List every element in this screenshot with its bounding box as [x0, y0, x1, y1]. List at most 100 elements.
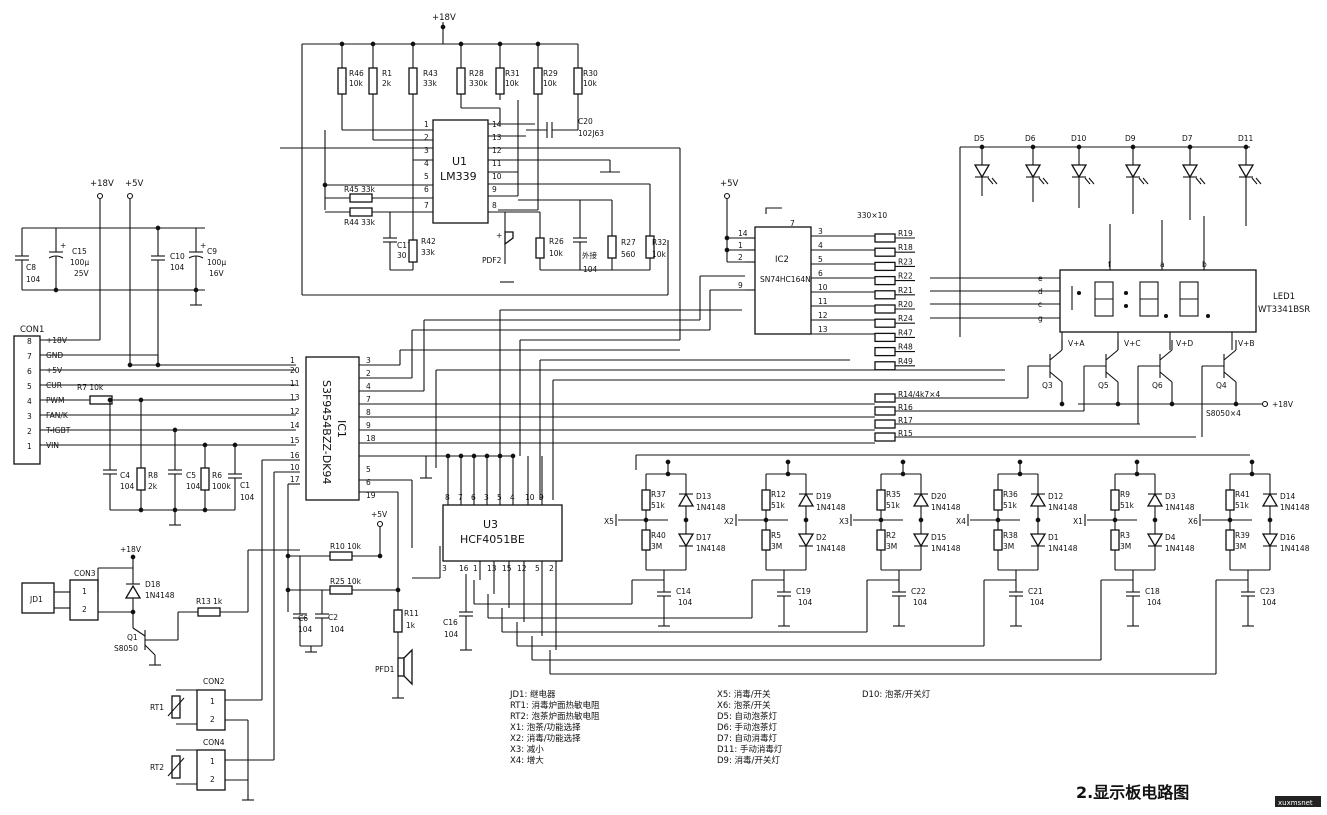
key-cap-value: 104	[1030, 598, 1045, 607]
legend-entry: RT2: 泡茶炉面热敏电阻	[510, 711, 600, 722]
key-diode-a-type: 1N4148	[816, 503, 846, 512]
svg-text:1: 1	[82, 587, 87, 596]
key-resistor-a: R37	[651, 490, 666, 499]
legend-entry: D5: 自动泡茶灯	[717, 711, 778, 722]
key-diode-b: D16	[1280, 533, 1296, 542]
diode-icon	[797, 533, 815, 548]
led-icon	[1237, 164, 1255, 179]
svg-text:9: 9	[492, 185, 497, 194]
svg-text:R30: R30	[583, 69, 598, 78]
svg-text:R44 33k: R44 33k	[344, 218, 376, 227]
key-input-label: X1	[1073, 517, 1083, 526]
legend-entry: X3: 减小	[510, 744, 544, 755]
svg-text:R25 10k: R25 10k	[330, 577, 362, 586]
key-input-label: X2	[724, 517, 734, 526]
ic1-pin-right: 3	[366, 356, 371, 365]
key-resistor-b-value: 3M	[1003, 542, 1014, 551]
svg-text:10k: 10k	[505, 79, 520, 88]
svg-text:+18V: +18V	[120, 545, 142, 554]
key-input-label: X3	[839, 517, 849, 526]
svg-text:1: 1	[210, 697, 215, 706]
led-icon	[1070, 164, 1088, 179]
base-resistor	[874, 393, 896, 403]
ic1-ref: IC1	[335, 420, 348, 438]
ic2-part: SN74HC164N	[760, 275, 811, 284]
svg-text:C10: C10	[170, 252, 185, 261]
key-diode-a: D13	[696, 492, 712, 501]
svg-text:+: +	[496, 231, 502, 240]
svg-text:R42: R42	[421, 237, 436, 246]
seg-array-label: 330×10	[857, 211, 887, 220]
ic1-body	[305, 356, 360, 501]
u1-ref: U1	[452, 155, 467, 168]
ic2-pin-right: 5	[818, 255, 823, 264]
svg-text:R43: R43	[423, 69, 438, 78]
legend-entry: D11: 手动消毒灯	[717, 744, 783, 755]
diode-icon	[1029, 492, 1047, 507]
diode-icon	[1261, 533, 1279, 548]
ic1: S3F9454BZZ-DK94 IC1 1201113121415161017 …	[290, 356, 376, 501]
diode-icon	[797, 492, 815, 507]
ic2-pin-right: 3	[818, 227, 823, 236]
ic2-pin-left: 2	[738, 253, 743, 262]
u3-ref: U3	[483, 518, 498, 531]
u3-body	[442, 504, 563, 562]
svg-text:2: 2	[210, 775, 215, 784]
seg-resistor-ref: R19	[898, 229, 913, 238]
key-resistor-b: R3	[1120, 531, 1130, 540]
key-diode-a: D14	[1280, 492, 1296, 501]
svg-text:100μ: 100μ	[70, 258, 89, 267]
svg-text:1k: 1k	[406, 621, 416, 630]
digit-supply-vc: V+C	[1124, 339, 1141, 348]
svg-text:RT2: RT2	[150, 763, 164, 772]
ic1-pin-right: 5	[366, 465, 371, 474]
transistor-ref: Q3	[1042, 381, 1053, 390]
key-resistor-a: R35	[886, 490, 901, 499]
seg-resistor-ref: R21	[898, 286, 913, 295]
ic2-body	[754, 226, 812, 335]
svg-text:R13 1k: R13 1k	[196, 597, 223, 606]
key-diode-a: D3	[1165, 492, 1176, 501]
seg-resistor-ref: R49	[898, 357, 913, 366]
seg-resistor	[874, 346, 896, 357]
key-return-bus	[473, 580, 1216, 675]
svg-text:R1: R1	[382, 69, 392, 78]
ic1-pin-right: 18	[366, 434, 376, 443]
bus-wires	[359, 275, 1250, 500]
key-diode-b-type: 1N4148	[931, 544, 961, 553]
u3-pin-bottom: 15	[502, 564, 512, 573]
u3-pin-top: 10	[525, 493, 535, 502]
key-diode-a-type: 1N4148	[1280, 503, 1310, 512]
key-cap-ref: C23	[1260, 587, 1275, 596]
key-diode-a: D12	[1048, 492, 1064, 501]
key-resistor-b: R39	[1235, 531, 1250, 540]
ic1-pin-right: 6	[366, 478, 371, 487]
svg-text:104: 104	[240, 493, 255, 502]
ic1-pin-left: 10	[290, 463, 300, 472]
svg-text:2: 2	[424, 133, 429, 142]
key-resistor-a-value: 51k	[1003, 501, 1018, 510]
svg-text:JD1: JD1	[29, 595, 43, 604]
ic1-pin-right: 4	[366, 382, 371, 391]
legend-entry: RT1: 消毒炉面热敏电阻	[510, 700, 600, 711]
con1-pin-num: 6	[27, 367, 32, 376]
key-resistor-a-value: 51k	[1235, 501, 1250, 510]
key-resistor-a: R41	[1235, 490, 1250, 499]
svg-text:8: 8	[492, 201, 497, 210]
diode-icon	[1146, 492, 1164, 507]
svg-text:CON2: CON2	[203, 677, 225, 686]
u3-pin-top: 7	[458, 493, 463, 502]
svg-text:4: 4	[424, 159, 429, 168]
key-cap-value: 104	[798, 598, 813, 607]
svg-text:2k: 2k	[382, 79, 392, 88]
indicator-led-ref: D7	[1182, 134, 1193, 143]
u3-pin-bottom: 2	[549, 564, 554, 573]
svg-text:R26: R26	[549, 237, 564, 246]
svg-text:6: 6	[424, 185, 429, 194]
